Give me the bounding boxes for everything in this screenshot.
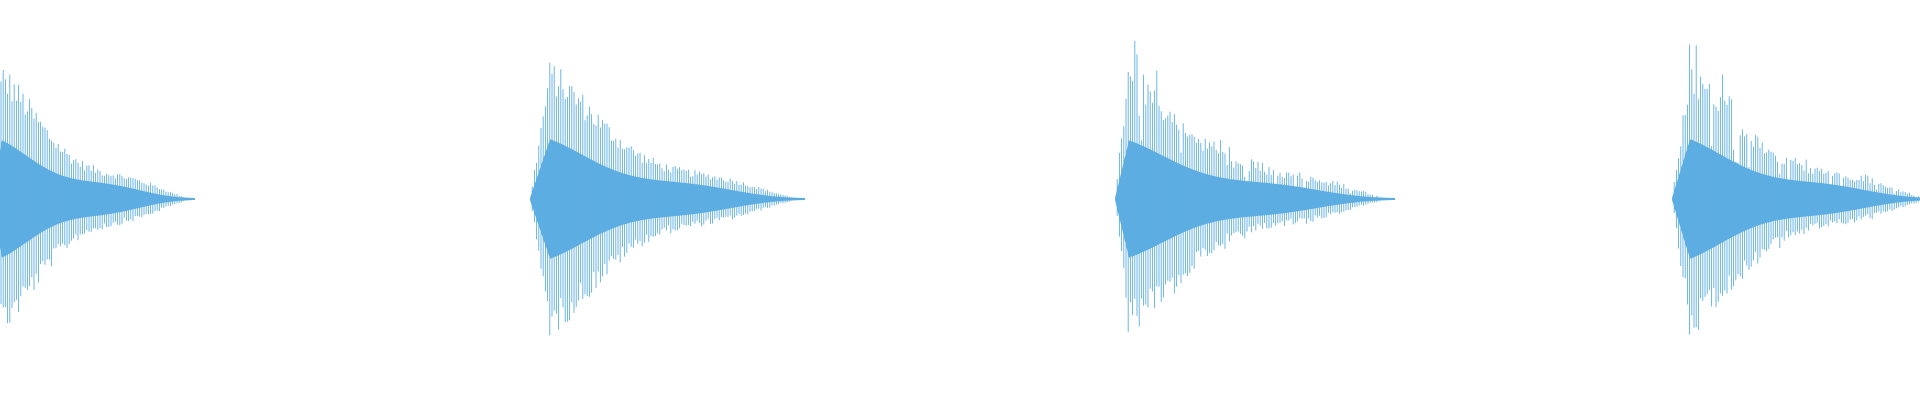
waveform-burst-2 — [530, 62, 805, 336]
waveform-burst-3 — [1115, 40, 1395, 333]
waveform-bursts — [0, 40, 1920, 336]
waveform-burst-4 — [1672, 44, 1920, 335]
waveform-burst-body — [530, 139, 805, 259]
waveform-burst-1 — [0, 70, 195, 324]
